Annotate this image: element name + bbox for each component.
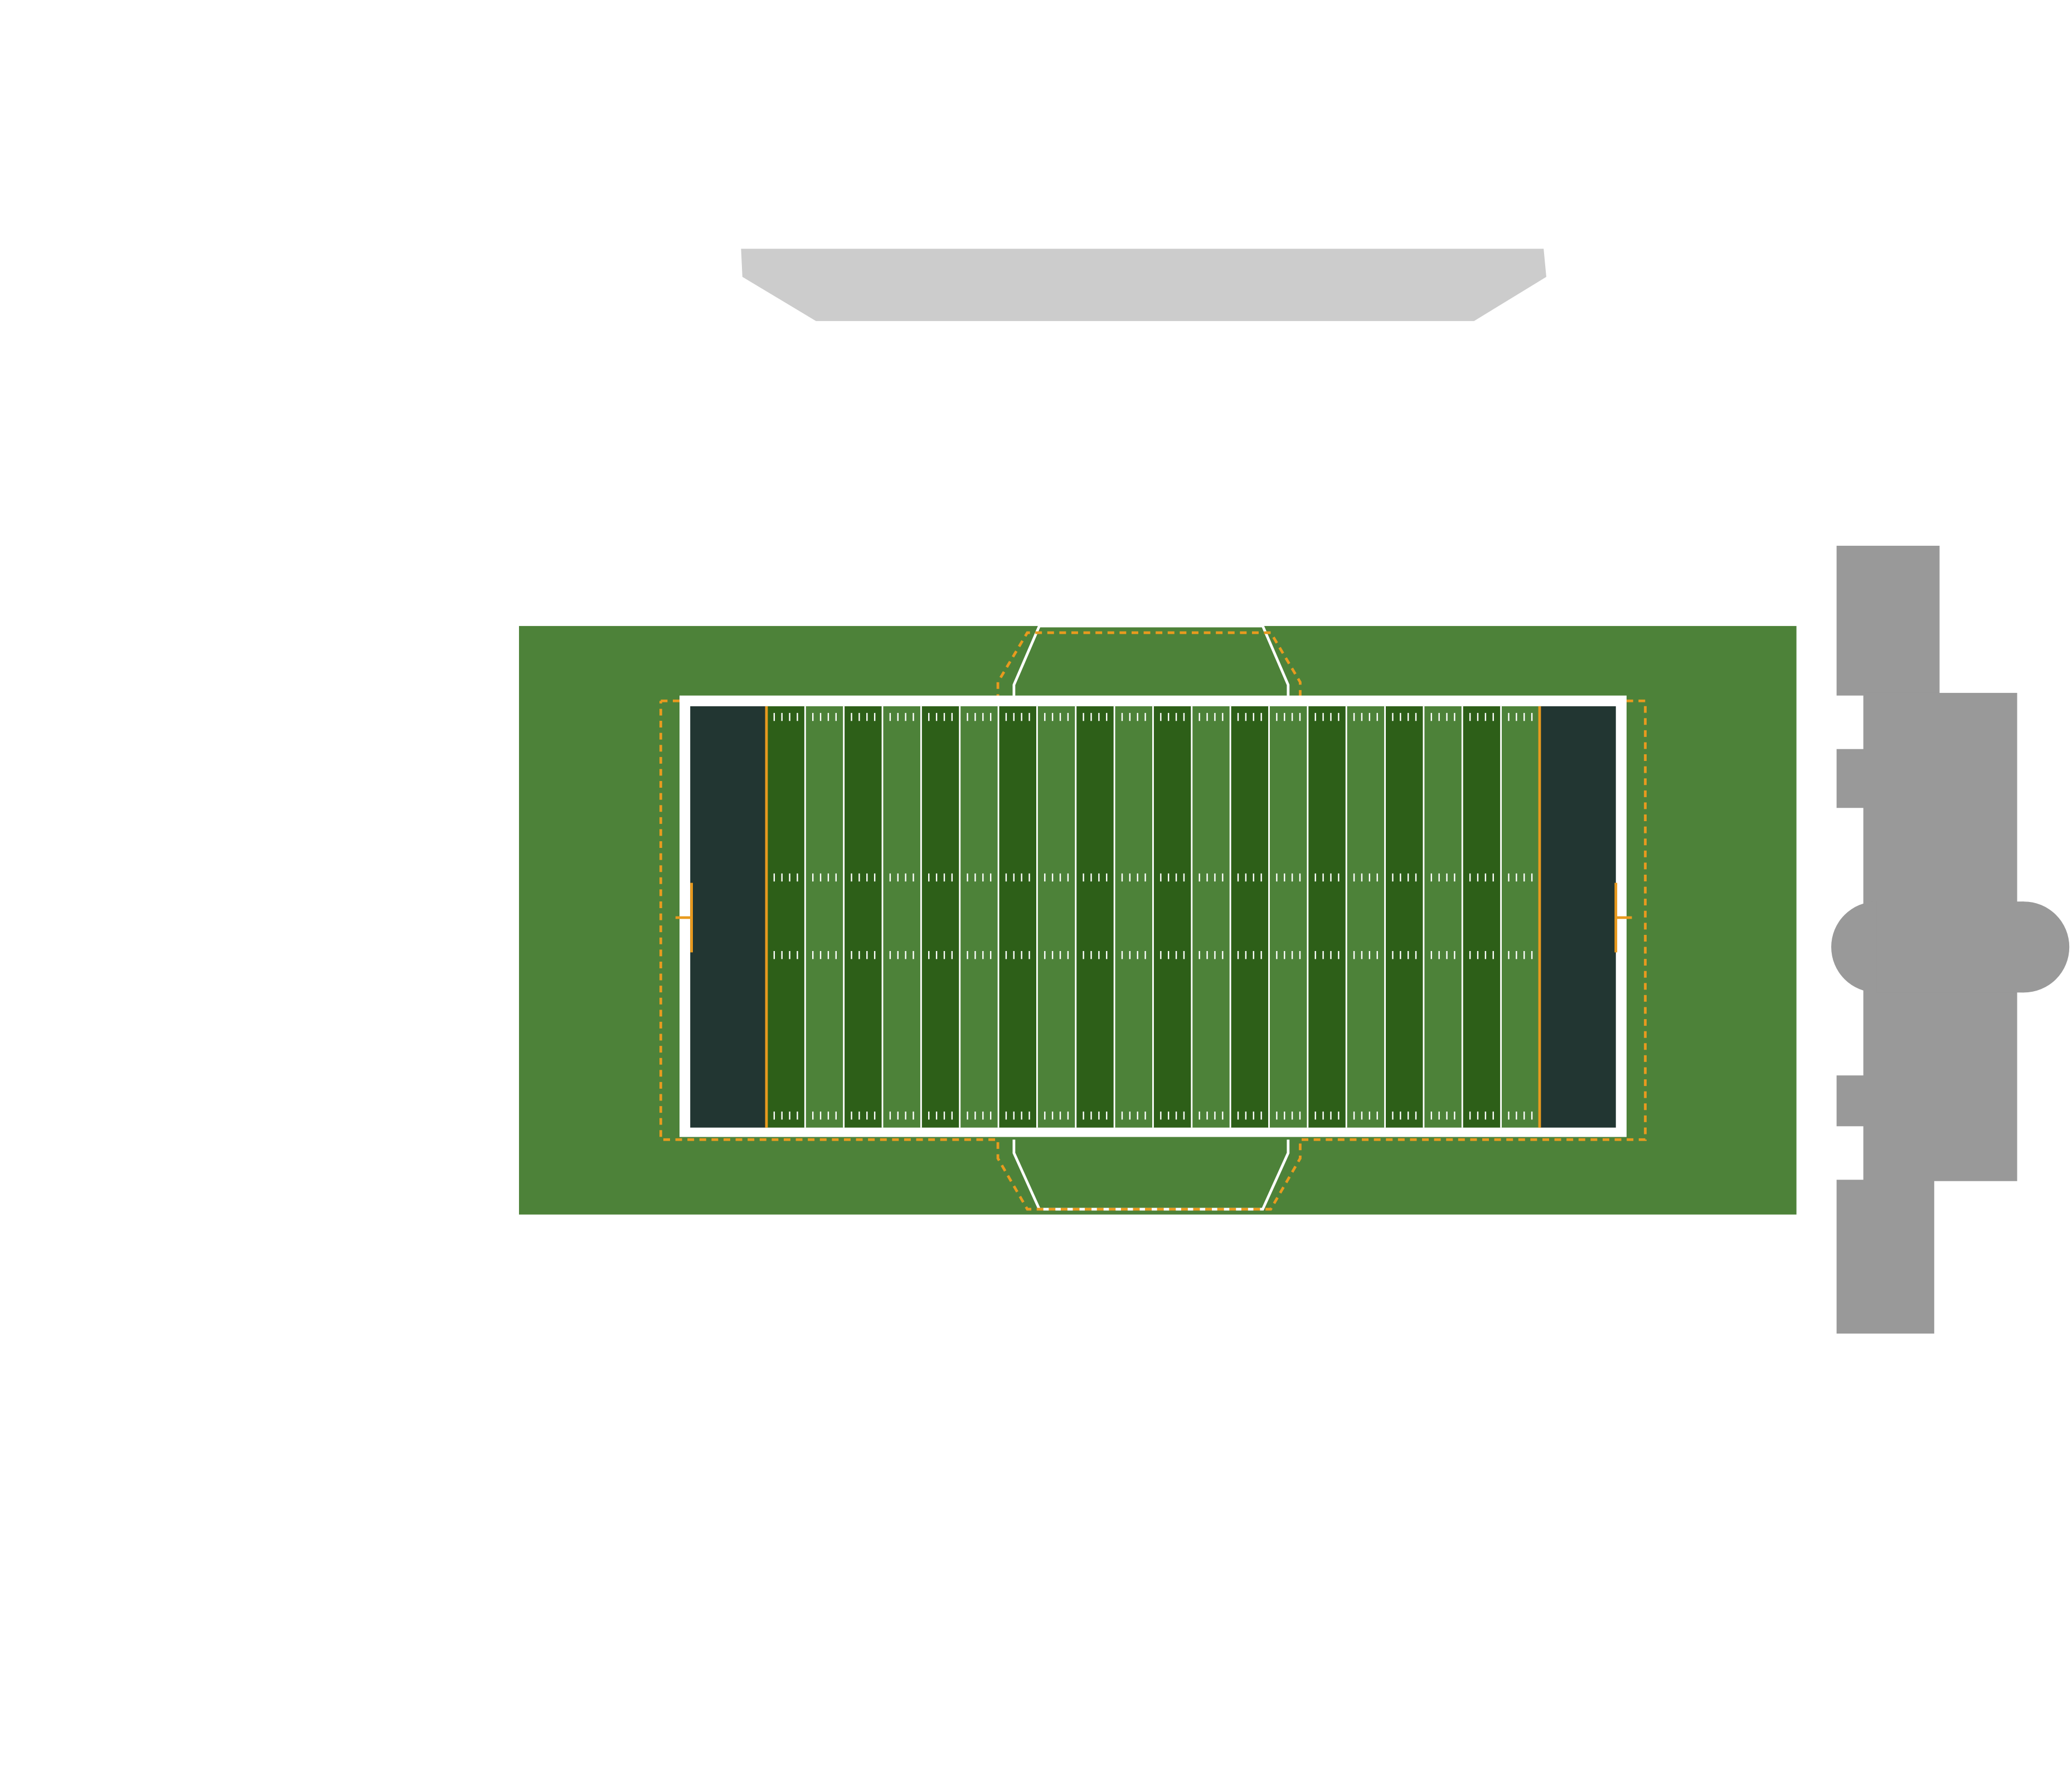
goalpost-left: [675, 882, 693, 953]
spectator-stand: [741, 249, 1546, 321]
yard-stripe: [1230, 706, 1269, 1128]
yard-stripe: [1153, 706, 1192, 1128]
restricted-area-outline: [659, 631, 1647, 1211]
team-box-top: [1012, 624, 1290, 699]
yard-stripe: [843, 706, 883, 1128]
yard-stripe: [1307, 706, 1347, 1128]
yard-stripe: [959, 706, 999, 1128]
yard-stripe: [1114, 706, 1153, 1128]
yard-stripe: [1346, 706, 1385, 1128]
yard-stripe: [1191, 706, 1231, 1128]
goalpost-right: [1614, 882, 1632, 953]
yard-stripe: [1462, 706, 1501, 1128]
yard-stripe: [805, 706, 844, 1128]
yard-stripe: [766, 706, 805, 1128]
yard-stripe: [1269, 706, 1308, 1128]
yard-stripe: [998, 706, 1037, 1128]
yard-stripe: [1385, 706, 1424, 1128]
endzone-left: [690, 706, 766, 1128]
yard-stripe: [882, 706, 921, 1128]
yard-stripe: [921, 706, 960, 1128]
yard-stripe: [1423, 706, 1463, 1128]
field-house-structure: [1831, 545, 2070, 1334]
endzone-right: [1539, 706, 1616, 1128]
playing-field: [690, 706, 1616, 1128]
yard-stripe: [1075, 706, 1115, 1128]
yard-stripe: [1501, 706, 1540, 1128]
yard-stripe: [1037, 706, 1076, 1128]
